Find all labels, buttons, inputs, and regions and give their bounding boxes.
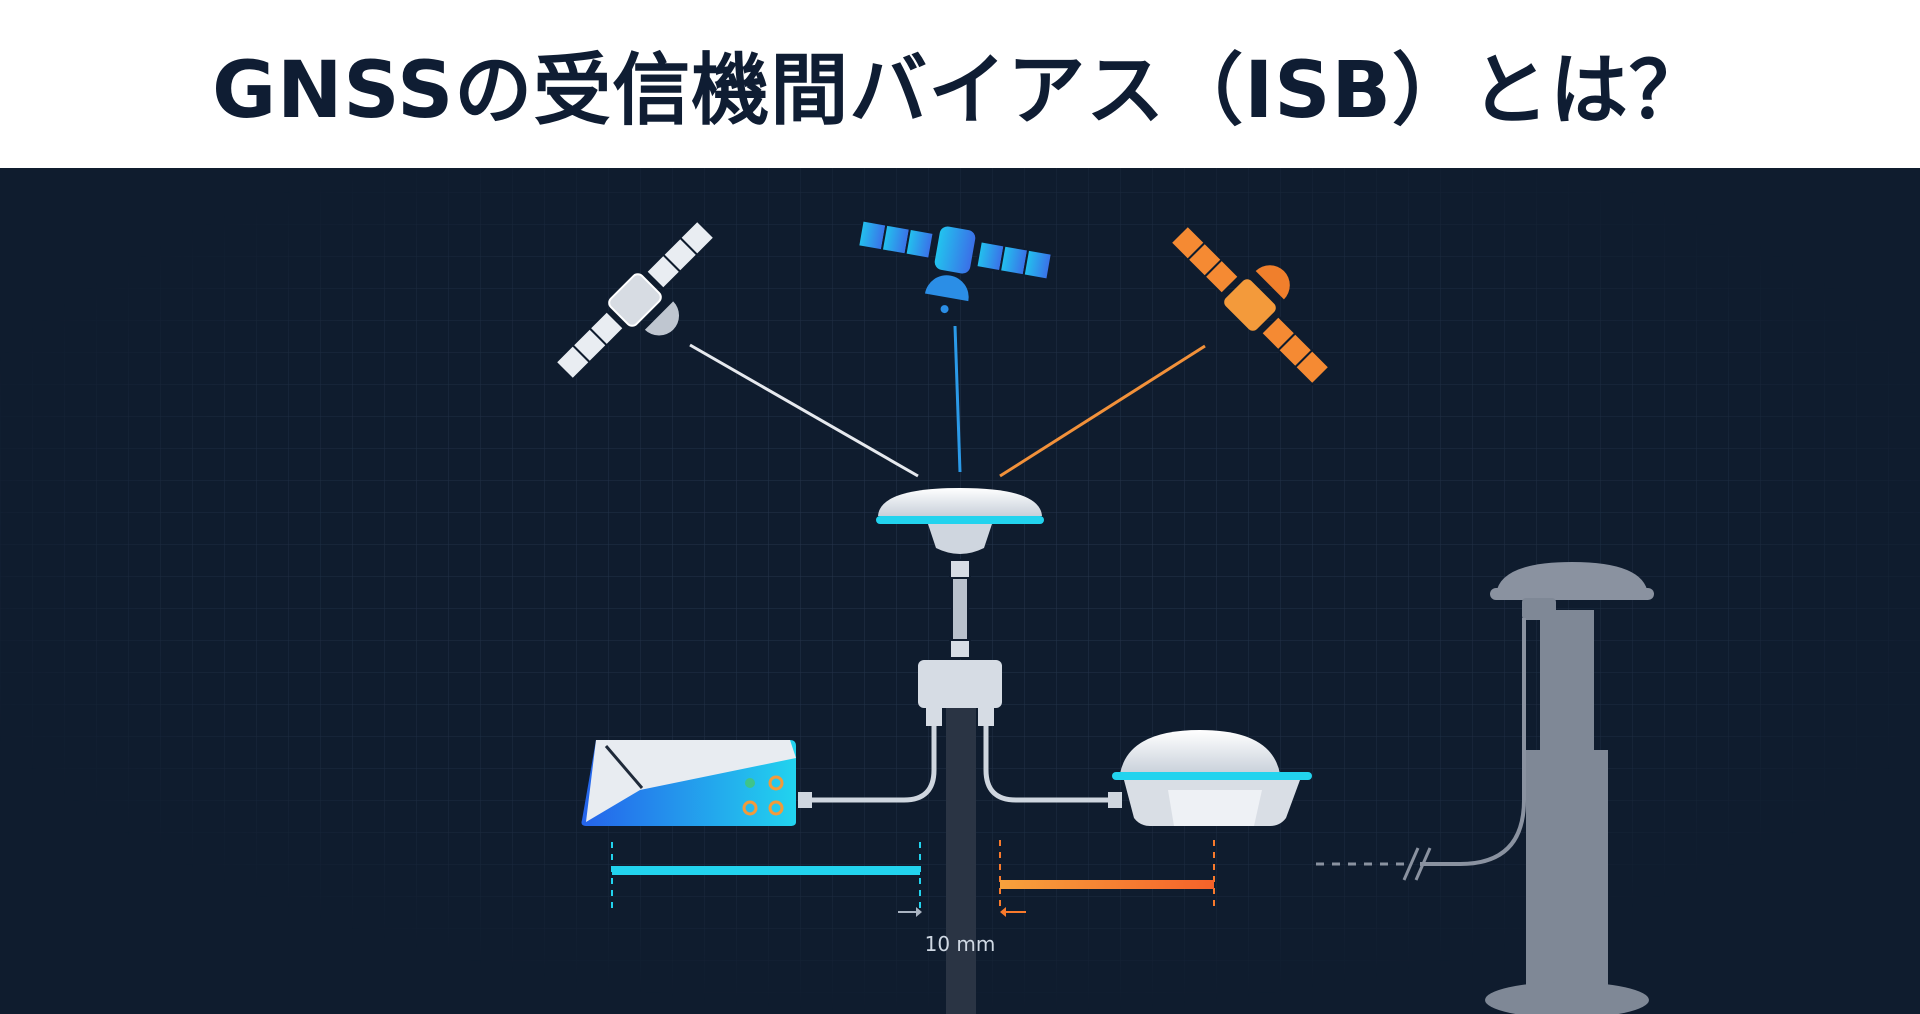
gnss-antenna-icon <box>876 488 1044 659</box>
satellite-center-icon <box>857 219 1053 314</box>
dimension-arrows <box>898 907 1026 917</box>
central-mast <box>946 700 976 1014</box>
bias-bar-orange <box>999 840 1215 912</box>
diagram-canvas <box>0 168 1920 1014</box>
header: GNSSの受信機間バイアス（ISB）とは？ <box>0 0 1920 168</box>
page-title: GNSSの受信機間バイアス（ISB）とは？ <box>212 46 1708 136</box>
signal-line-orange <box>999 344 1206 478</box>
signal-splitter-icon <box>918 660 1002 726</box>
cable-right <box>983 726 1110 803</box>
signal-line-white <box>689 343 919 478</box>
diagram-scene: 10 mm <box>0 168 1920 1014</box>
satellite-right-icon <box>1169 224 1331 386</box>
bias-bar-cyan <box>611 842 921 912</box>
gnss-receiver-right-icon <box>1108 730 1312 826</box>
dimension-label: 10 mm <box>924 932 996 956</box>
cable-left <box>812 726 937 803</box>
satellite-left-icon <box>554 219 716 381</box>
remote-antenna-icon <box>1316 562 1654 1014</box>
gnss-receiver-left-icon <box>581 740 812 826</box>
signal-line-blue <box>953 325 962 473</box>
